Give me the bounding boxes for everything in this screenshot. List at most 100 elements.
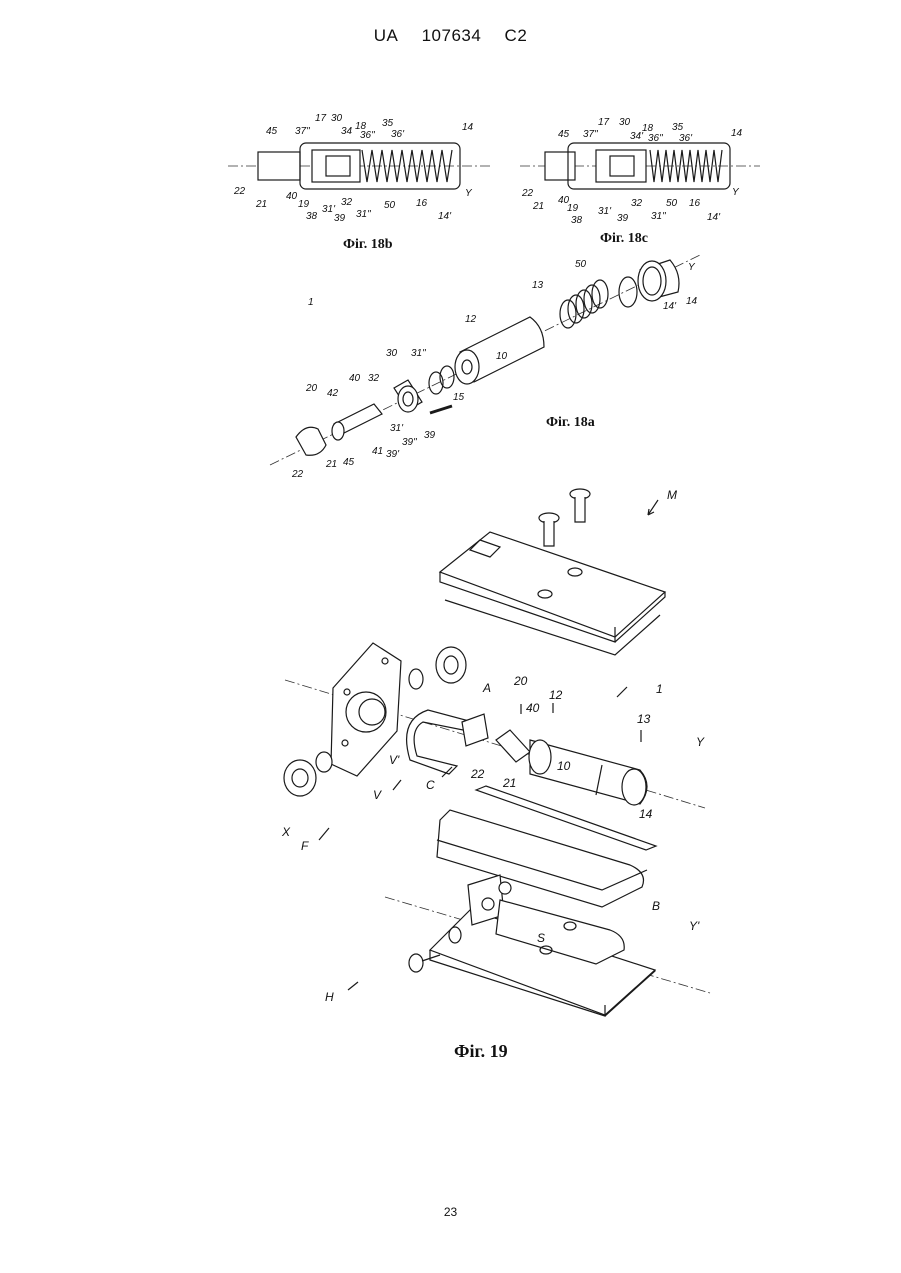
- reference-label: 50: [384, 200, 396, 211]
- reference-label: 45: [266, 126, 278, 137]
- fig18a-spring: [560, 280, 608, 328]
- reference-label: 31": [651, 211, 666, 222]
- reference-label: 39: [617, 213, 629, 224]
- reference-label: 21: [325, 459, 337, 470]
- reference-label: 14': [707, 212, 721, 223]
- reference-label: 14: [686, 296, 698, 307]
- fig18a-caption: Фіг. 18a: [546, 415, 595, 430]
- reference-label: Y: [688, 262, 696, 273]
- reference-label: M: [667, 488, 677, 502]
- page-number: 23: [0, 1205, 901, 1219]
- reference-label: 12: [549, 688, 563, 702]
- reference-label: 19: [298, 199, 310, 210]
- fig19-piston: [496, 730, 647, 805]
- reference-label: 22: [233, 186, 246, 197]
- reference-label: 16: [689, 198, 701, 209]
- reference-label: 10: [557, 759, 571, 773]
- reference-label: 36": [360, 130, 375, 141]
- reference-label: 40: [526, 701, 540, 715]
- reference-label: 31': [598, 206, 612, 217]
- reference-label: 21: [502, 776, 516, 790]
- reference-label: 39': [386, 449, 400, 460]
- fig18c-knob: [545, 152, 575, 180]
- reference-label: 10: [496, 351, 508, 362]
- fig18a-end-cap: [638, 260, 679, 301]
- fig19-bottom-screw: [409, 954, 440, 972]
- reference-label: A: [482, 681, 491, 695]
- reference-label: 42: [327, 388, 339, 399]
- reference-label: 14: [639, 807, 653, 821]
- reference-label: V: [373, 788, 382, 802]
- reference-label: 45: [343, 457, 355, 468]
- reference-label: 22: [291, 469, 304, 480]
- reference-label: 14': [663, 301, 677, 312]
- reference-label: 30: [386, 348, 398, 359]
- reference-label: 20: [305, 383, 318, 394]
- reference-label: 14: [731, 128, 743, 139]
- reference-label: F: [301, 839, 309, 853]
- reference-label: X: [281, 825, 291, 839]
- reference-label: 38: [306, 211, 318, 222]
- reference-label: 17: [315, 113, 327, 124]
- reference-label: 22: [470, 767, 485, 781]
- reference-label: 16: [416, 198, 428, 209]
- reference-label: 32: [368, 373, 380, 384]
- fig18c-caption: Фіг. 18c: [600, 231, 648, 246]
- reference-label: 39: [334, 213, 346, 224]
- reference-label: V': [389, 753, 400, 767]
- reference-label: 41: [372, 446, 383, 457]
- reference-label: 50: [666, 198, 678, 209]
- reference-label: B: [652, 899, 660, 913]
- reference-label: 19: [567, 203, 579, 214]
- reference-label: 1: [656, 682, 663, 696]
- fig19-cam-element: [407, 710, 488, 774]
- figure-18a: 1 13 50 Y 14' 14 12 10 15 30 31" 20 42 4…: [270, 255, 700, 480]
- reference-label: 32: [341, 197, 353, 208]
- reference-label: 36': [679, 133, 693, 144]
- reference-label: 31": [356, 209, 371, 220]
- reference-label: 12: [465, 314, 477, 325]
- reference-label: 37": [295, 126, 310, 137]
- reference-label: C: [426, 778, 435, 792]
- reference-label: 40: [349, 373, 361, 384]
- reference-label: 35: [672, 122, 684, 133]
- figure-18c: 17 30 18 35 45 37" 34' 36" 36' 14 22 21 …: [520, 117, 760, 246]
- reference-label: 37": [583, 129, 598, 140]
- reference-label: 17: [598, 117, 610, 128]
- reference-label: 21: [255, 199, 267, 210]
- reference-label: 21: [532, 201, 544, 212]
- reference-label: 31': [390, 423, 404, 434]
- reference-label: 38: [571, 215, 583, 226]
- reference-label: 36": [648, 133, 663, 144]
- reference-label: 39": [402, 437, 417, 448]
- figure-19: M A 20 12 1 40 13 Y 10 22 21 14 V' V C X…: [281, 488, 710, 1061]
- reference-label: 34': [630, 131, 644, 142]
- reference-label: 45: [558, 129, 570, 140]
- fig19-caption: Фіг. 19: [454, 1041, 508, 1061]
- fig18a-knob: [296, 427, 326, 455]
- reference-label: 32: [631, 198, 643, 209]
- reference-label: 15: [453, 392, 465, 403]
- reference-label: 22: [521, 188, 534, 199]
- reference-label: 39: [424, 430, 436, 441]
- reference-label: Y': [689, 919, 700, 933]
- reference-label: 40: [286, 191, 298, 202]
- fig18b-knob: [258, 152, 300, 180]
- reference-label: 14': [438, 211, 452, 222]
- reference-label: 1: [308, 297, 314, 308]
- reference-label: 13: [637, 712, 651, 726]
- reference-label: 50: [575, 259, 587, 270]
- reference-label: 35: [382, 118, 394, 129]
- reference-label: S: [537, 931, 545, 945]
- reference-label: Y: [696, 735, 705, 749]
- reference-label: Y: [465, 188, 473, 199]
- reference-label: 36': [391, 129, 405, 140]
- fig19-top-plate: [440, 532, 665, 655]
- reference-label: 20: [513, 674, 528, 688]
- figure-18b: 17 30 18 35 45 37" 34 36" 36' 14 22 21 4…: [228, 113, 490, 252]
- reference-label: 31": [411, 348, 426, 359]
- reference-label: 13: [532, 280, 544, 291]
- reference-label: 30: [331, 113, 343, 124]
- fig18b-caption: Фіг. 18b: [343, 237, 393, 252]
